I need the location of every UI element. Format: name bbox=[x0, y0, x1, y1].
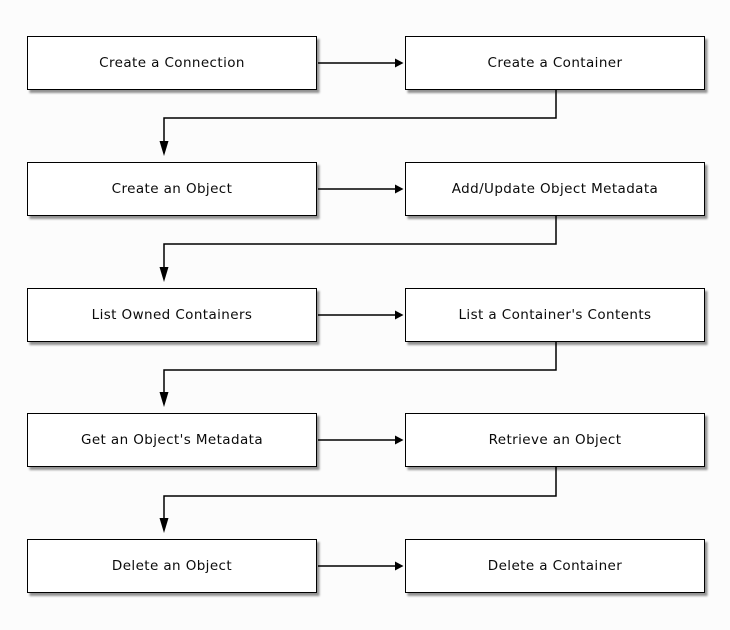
node-list-owned-containers: List Owned Containers bbox=[27, 288, 317, 342]
arrowhead-down-icon bbox=[159, 392, 169, 407]
node-list-container-contents: List a Container's Contents bbox=[405, 288, 705, 342]
elbow-connector-row4-row5 bbox=[163, 467, 557, 519]
node-delete-object: Delete an Object bbox=[27, 539, 317, 593]
node-label: Delete a Container bbox=[487, 558, 623, 574]
node-label: Add/Update Object Metadata bbox=[451, 181, 659, 197]
node-label: List a Container's Contents bbox=[458, 307, 652, 323]
elbow-connector-row1-row2 bbox=[163, 90, 557, 142]
arrowhead-right-icon bbox=[395, 58, 404, 68]
node-label: List Owned Containers bbox=[91, 307, 253, 323]
node-create-container: Create a Container bbox=[405, 36, 705, 90]
arrowhead-down-icon bbox=[159, 518, 169, 533]
node-get-object-metadata: Get an Object's Metadata bbox=[27, 413, 317, 467]
node-retrieve-object: Retrieve an Object bbox=[405, 413, 705, 467]
arrowhead-down-icon bbox=[159, 141, 169, 156]
arrowhead-right-icon bbox=[395, 561, 404, 571]
arrowhead-right-icon bbox=[395, 184, 404, 194]
arrowhead-right-icon bbox=[395, 435, 404, 445]
node-label: Create an Object bbox=[111, 181, 233, 197]
node-create-object: Create an Object bbox=[27, 162, 317, 216]
arrowhead-right-icon bbox=[395, 310, 404, 320]
node-delete-container: Delete a Container bbox=[405, 539, 705, 593]
elbow-connector-row2-row3 bbox=[163, 216, 557, 268]
arrowhead-down-icon bbox=[159, 267, 169, 282]
node-create-connection: Create a Connection bbox=[27, 36, 317, 90]
node-label: Delete an Object bbox=[111, 558, 233, 574]
node-label: Get an Object's Metadata bbox=[80, 432, 263, 448]
node-add-update-object-metadata: Add/Update Object Metadata bbox=[405, 162, 705, 216]
node-label: Create a Connection bbox=[99, 55, 245, 71]
elbow-connector-row3-row4 bbox=[163, 342, 557, 393]
node-label: Create a Container bbox=[487, 55, 623, 71]
node-label: Retrieve an Object bbox=[488, 432, 622, 448]
